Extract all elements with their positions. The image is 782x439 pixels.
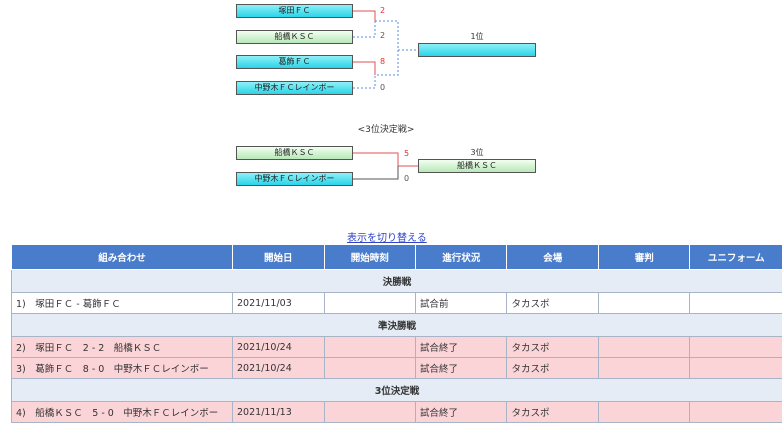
score-tsukada: 2 — [380, 6, 386, 15]
header-match: 組み合わせ — [10, 244, 234, 270]
bracket-team-tsukada[interactable]: 塚田ＦＣ — [236, 4, 353, 18]
third-score-funabashi: 5 — [404, 149, 410, 158]
header-status: 進行状況 — [414, 244, 508, 270]
cell-venue: タカスポ — [506, 336, 599, 358]
cell-status: 試合前 — [414, 292, 508, 314]
cell-referee — [597, 401, 691, 423]
cell-status: 試合終了 — [414, 357, 508, 379]
schedule-table: 組み合わせ 開始日 開始時刻 進行状況 会場 審判 ユニフォーム 決勝戦 1) … — [10, 244, 782, 423]
cell-time — [323, 401, 416, 423]
third-winner-box: 船橋ＫＳＣ — [418, 159, 536, 173]
cell-uniform — [689, 336, 782, 358]
cell-time — [323, 292, 416, 314]
header-referee: 審判 — [597, 244, 691, 270]
table-row[interactable]: 2) 塚田ＦＣ 2 - 2 船橋ＫＳＣ 2021/10/24 試合終了 タカスポ — [10, 336, 782, 358]
cell-uniform — [689, 401, 782, 423]
score-nakanogi: 0 — [380, 83, 386, 92]
header-venue: 会場 — [506, 244, 599, 270]
header-time: 開始時刻 — [323, 244, 416, 270]
header-uniform: ユニフォーム — [689, 244, 782, 270]
score-funabashi: 2 — [380, 31, 386, 40]
cell-venue: タカスポ — [506, 357, 599, 379]
cell-match[interactable]: 4) 船橋ＫＳＣ 5 - 0 中野木ＦＣレインボー — [10, 401, 234, 423]
bracket-team-katsushika[interactable]: 葛飾ＦＣ — [236, 55, 353, 69]
cell-time — [323, 336, 416, 358]
table-row[interactable]: 1) 塚田ＦＣ - 葛飾ＦＣ 2021/11/03 試合前 タカスポ — [10, 292, 782, 314]
cell-date: 2021/10/24 — [232, 357, 325, 379]
group-row-third-place: 3位決定戦 — [11, 378, 782, 402]
cell-venue: タカスポ — [506, 401, 599, 423]
cell-match[interactable]: 3) 葛飾ＦＣ 8 - 0 中野木ＦＣレインボー — [10, 357, 234, 379]
cell-date: 2021/11/03 — [232, 292, 325, 314]
cell-status: 試合終了 — [414, 336, 508, 358]
cell-referee — [597, 292, 691, 314]
cell-referee — [597, 336, 691, 358]
cell-referee — [597, 357, 691, 379]
group-title: 3位決定戦 — [11, 378, 782, 402]
cell-match[interactable]: 2) 塚田ＦＣ 2 - 2 船橋ＫＳＣ — [10, 336, 234, 358]
bracket-lines — [353, 10, 418, 180]
table-header-row: 組み合わせ 開始日 開始時刻 進行状況 会場 審判 ユニフォーム — [10, 244, 782, 270]
cell-time — [323, 357, 416, 379]
bracket-team-nakanogi[interactable]: 中野木ＦＣレインボー — [236, 81, 353, 95]
third-score-nakanogi: 0 — [404, 174, 410, 183]
toggle-display-link[interactable]: 表示を切り替える — [347, 233, 427, 244]
cell-venue: タカスポ — [506, 292, 599, 314]
header-date: 開始日 — [232, 244, 325, 270]
cell-uniform — [689, 357, 782, 379]
bracket-team-funabashi[interactable]: 船橋ＫＳＣ — [236, 30, 353, 44]
cell-status: 試合終了 — [414, 401, 508, 423]
cell-uniform — [689, 292, 782, 314]
cell-match[interactable]: 1) 塚田ＦＣ - 葛飾ＦＣ — [10, 292, 234, 314]
third-rank-label: 3位 — [470, 148, 484, 157]
table-row[interactable]: 3) 葛飾ＦＣ 8 - 0 中野木ＦＣレインボー 2021/10/24 試合終了… — [10, 357, 782, 379]
final-winner-box — [418, 43, 536, 57]
group-title: 準決勝戦 — [11, 313, 782, 337]
third-place-title: <3位決定戦> — [357, 125, 415, 135]
group-row-final: 決勝戦 — [11, 269, 782, 293]
group-title: 決勝戦 — [11, 269, 782, 293]
score-katsushika: 8 — [380, 57, 386, 66]
third-team-nakanogi[interactable]: 中野木ＦＣレインボー — [236, 172, 353, 186]
cell-date: 2021/11/13 — [232, 401, 325, 423]
final-rank-label: 1位 — [470, 32, 484, 41]
cell-date: 2021/10/24 — [232, 336, 325, 358]
table-row[interactable]: 4) 船橋ＫＳＣ 5 - 0 中野木ＦＣレインボー 2021/11/13 試合終… — [10, 401, 782, 423]
third-team-funabashi[interactable]: 船橋ＫＳＣ — [236, 146, 353, 160]
group-row-semifinal: 準決勝戦 — [11, 313, 782, 337]
